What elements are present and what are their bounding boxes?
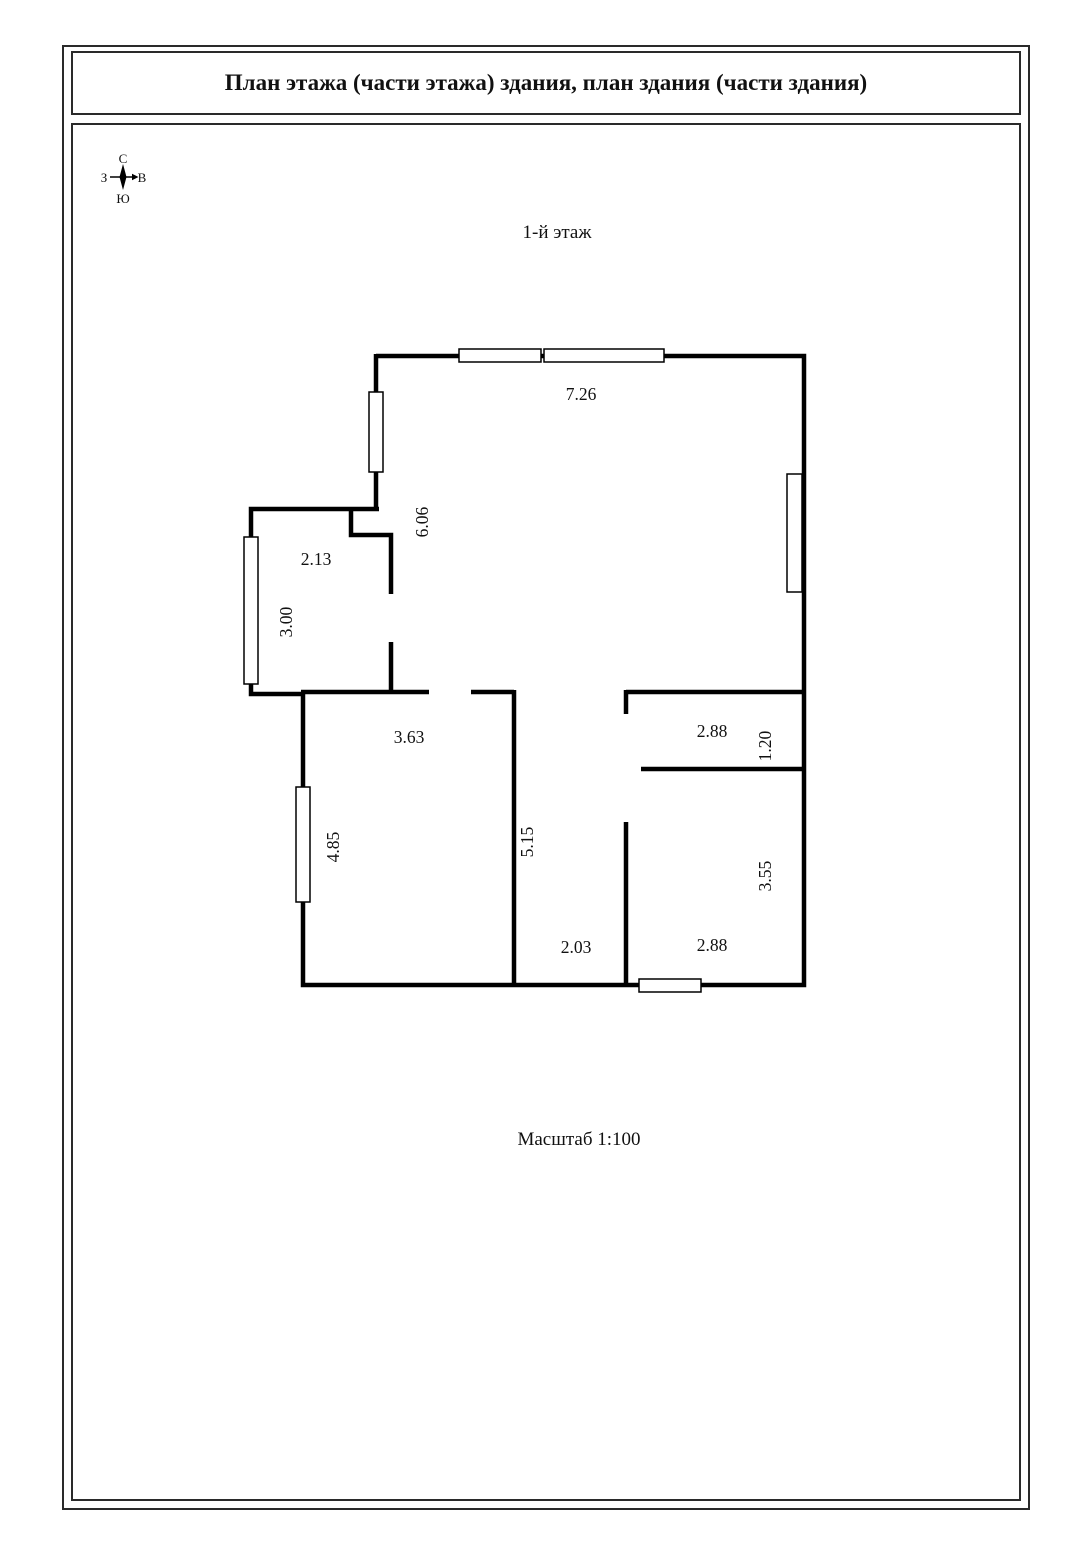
dim-room-bottom-left-width: 3.63 bbox=[394, 727, 425, 747]
windows bbox=[243, 348, 803, 993]
floor-plan-drawing: С Ю З В 1-й этаж bbox=[101, 151, 807, 1150]
dim-hall-height: 5.15 bbox=[517, 826, 537, 857]
compass-east-label: В bbox=[138, 170, 147, 185]
dim-closet-height: 3.00 bbox=[276, 606, 296, 637]
scale-label: Масштаб 1:100 bbox=[517, 1129, 640, 1150]
window-bottom-wall bbox=[638, 978, 702, 993]
dim-hall-width: 2.03 bbox=[561, 937, 592, 957]
dim-closet-width: 2.13 bbox=[301, 549, 332, 569]
outer-frame: План этажа (части этажа) здания, план зд… bbox=[62, 45, 1030, 1510]
dim-room-right-small-width: 2.88 bbox=[697, 721, 728, 741]
compass-west-label: З bbox=[101, 170, 108, 185]
floor-label: 1-й этаж bbox=[523, 222, 593, 243]
document-title: План этажа (части этажа) здания, план зд… bbox=[224, 70, 868, 95]
dim-room-bottom-right-width: 2.88 bbox=[697, 935, 728, 955]
dim-room-right-small-height: 1.20 bbox=[755, 730, 775, 761]
window-closet-left bbox=[243, 536, 259, 685]
dim-room-bottom-left-height: 4.85 bbox=[323, 831, 343, 862]
window-left-upper bbox=[368, 391, 384, 473]
window-right-wall bbox=[786, 473, 803, 593]
walls bbox=[248, 353, 807, 988]
compass: С Ю З В bbox=[101, 151, 147, 206]
dimension-labels: 7.26 6.06 2.13 3.00 3.63 4.85 5.15 2.03 … bbox=[276, 384, 775, 957]
compass-north-label: С bbox=[119, 151, 128, 166]
dim-room-bottom-right-height: 3.55 bbox=[755, 860, 775, 891]
compass-south-label: Ю bbox=[116, 191, 129, 206]
dim-left-upper-height: 6.06 bbox=[412, 506, 432, 537]
dim-top-width: 7.26 bbox=[566, 384, 597, 404]
window-top-right bbox=[543, 348, 665, 363]
window-top-left bbox=[458, 348, 542, 363]
content-box: С Ю З В 1-й этаж bbox=[71, 123, 1021, 1501]
window-lower-left bbox=[295, 786, 311, 903]
wall-closet-notch bbox=[348, 507, 394, 594]
title-box: План этажа (части этажа) здания, план зд… bbox=[71, 51, 1021, 115]
compass-arrowhead-icon bbox=[132, 173, 139, 181]
